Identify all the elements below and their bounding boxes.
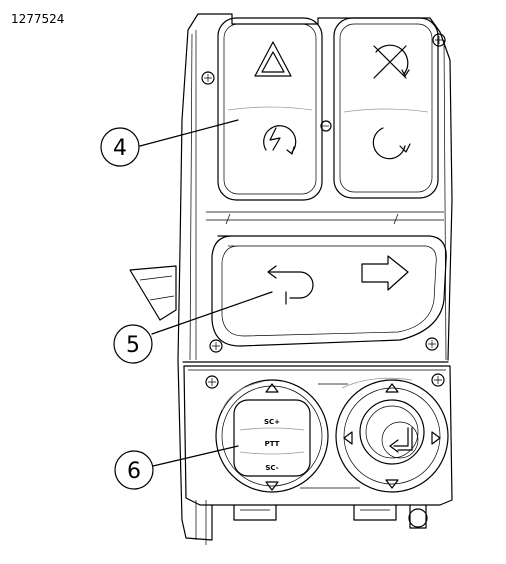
joystick-left[interactable]: SC+ PTT SC- — [215, 379, 329, 493]
forward-arrow-icon — [361, 255, 409, 291]
joystick-down-arrow-icon — [265, 481, 279, 491]
cruise-off-icon — [373, 44, 410, 79]
callout-6: 6 — [114, 445, 239, 490]
button-rocker[interactable] — [211, 235, 447, 347]
button-cruise[interactable] — [333, 17, 439, 199]
label-ptt: PTT — [265, 440, 280, 448]
housing-frame — [129, 13, 453, 545]
callout-5: 5 — [113, 291, 273, 364]
enter-icon — [389, 427, 413, 453]
label-sc-plus: SC+ — [264, 418, 280, 426]
callout-6-label: 6 — [127, 459, 141, 484]
screw-mid-left — [320, 120, 332, 132]
hazard-warning-icon — [254, 41, 292, 77]
screw-lower-left — [209, 339, 223, 353]
rotary-up-arrow-icon — [385, 383, 399, 393]
label-sc-minus: SC- — [265, 464, 278, 472]
joystick-up-arrow-icon — [265, 383, 279, 393]
return-arrow-icon — [267, 265, 314, 305]
cruise-resume-icon — [372, 127, 411, 160]
screw-bottom-left — [205, 375, 219, 389]
screw-bottom-right — [431, 373, 445, 387]
screw-lower-right — [425, 337, 439, 351]
rotary-right-arrow-icon — [431, 431, 441, 445]
screw-top-right — [432, 33, 446, 47]
callout-5-label: 5 — [126, 333, 140, 358]
figure-id: 1277524 — [11, 12, 65, 26]
rotary-down-arrow-icon — [385, 479, 399, 489]
rotary-enter-control[interactable] — [335, 379, 449, 493]
callout-4-label: 4 — [113, 136, 127, 161]
rotary-left-arrow-icon — [343, 431, 353, 445]
button-hazard-start[interactable] — [217, 17, 323, 201]
start-stop-icon — [263, 125, 297, 155]
callout-4: 4 — [100, 119, 239, 167]
screw-top-left — [201, 71, 215, 85]
